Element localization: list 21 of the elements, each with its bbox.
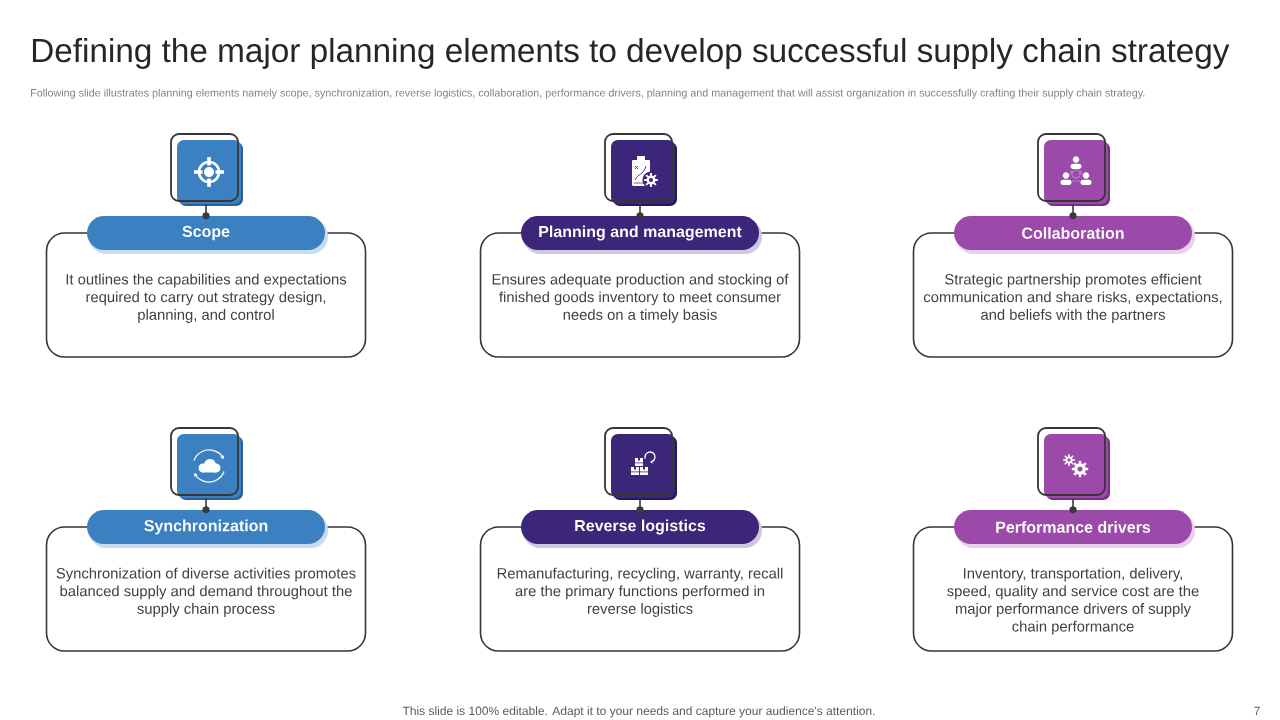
heading-pill: Collaboration bbox=[954, 216, 1195, 254]
connector-line bbox=[202, 497, 210, 514]
page-number: 7 bbox=[1254, 706, 1260, 715]
heading-pill: Scope bbox=[87, 216, 328, 254]
heading-pill: Performance drivers bbox=[954, 510, 1195, 548]
footer-note: This slide is 100% editable. Adapt it to your needs and capture your audience's attention. bbox=[402, 706, 875, 718]
heading-pill: Synchronization bbox=[87, 510, 328, 548]
connector-line bbox=[636, 497, 644, 514]
heading-pill: Reverse logistics bbox=[521, 510, 762, 548]
heading-pill: Planning and management bbox=[521, 216, 762, 254]
title: Defining the major planning elements to develop successful supply chain strategy bbox=[32, 37, 1230, 69]
icon-tile bbox=[1037, 133, 1110, 206]
connector-line bbox=[202, 203, 210, 220]
icon-tile bbox=[170, 427, 243, 500]
icon-tile bbox=[170, 133, 243, 206]
connector-line bbox=[1069, 203, 1077, 220]
icon-tile bbox=[1037, 427, 1110, 500]
connector-line bbox=[1069, 497, 1077, 514]
connector-line bbox=[636, 203, 644, 220]
subtitle: Following slide illustrates planning elements namely scope, synchronization, reverse logistics, collaboration, performance drivers, planning and management that will assist organization in successfully crafting their supply chain strategy. bbox=[31, 88, 1145, 99]
icon-tile bbox=[604, 427, 677, 500]
